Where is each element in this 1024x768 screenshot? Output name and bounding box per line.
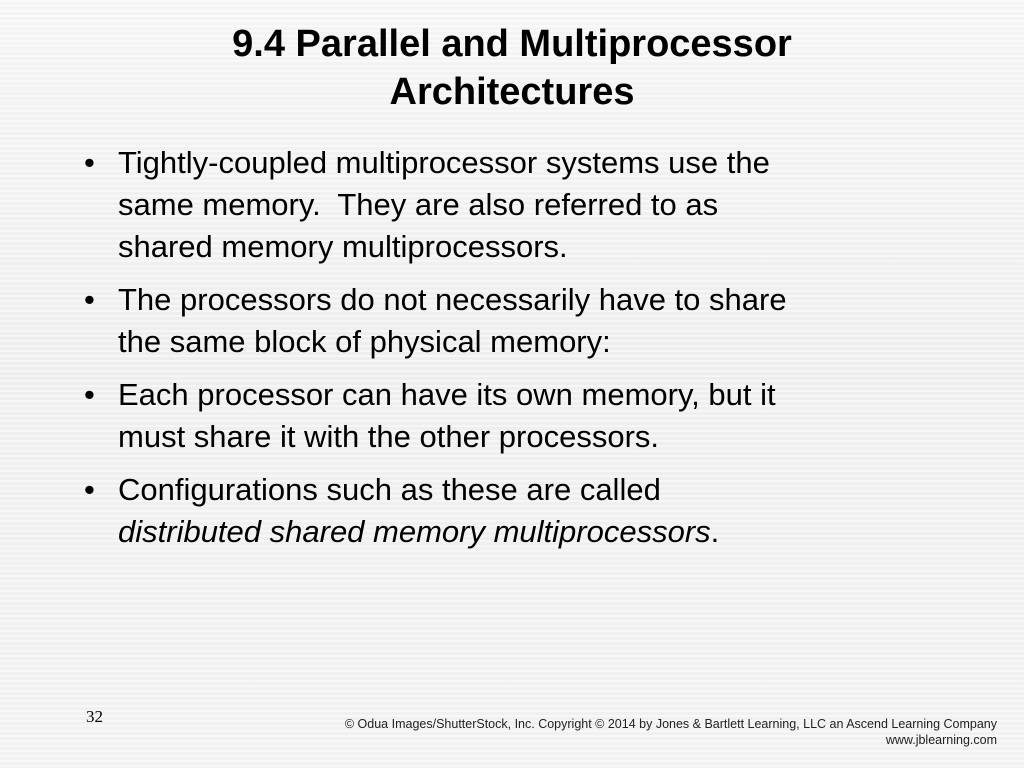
bullet-3-line-1: Each processor can have its own memory, …: [118, 377, 776, 412]
bullet-1-line-2: same memory. They are also referred to a…: [118, 187, 719, 222]
bullet-4-italic-term: distributed shared memory multiprocessor…: [118, 514, 711, 549]
copyright-notice: © Odua Images/ShutterStock, Inc. Copyrig…: [345, 716, 997, 748]
copyright-line-1: © Odua Images/ShutterStock, Inc. Copyrig…: [344, 717, 997, 731]
bullet-1-line-1: Tightly-coupled multiprocessor systems u…: [118, 145, 770, 180]
bullet-2-line-2: the same block of physical memory:: [118, 324, 611, 359]
bullet-item-1: • Tightly-coupled multiprocessor systems…: [74, 142, 934, 268]
bullet-dot-icon: •: [84, 377, 95, 412]
bullet-4-period: .: [710, 514, 720, 549]
title-line-2: Architectures: [389, 71, 635, 113]
bullet-list: • Tightly-coupled multiprocessor systems…: [74, 142, 934, 564]
bullet-dot-icon: •: [84, 145, 95, 180]
slide-title: 9.4 Parallel and Multiprocessor Architec…: [80, 20, 944, 116]
bullet-item-2: • The processors do not necessarily have…: [74, 279, 934, 363]
bullet-dot-icon: •: [84, 282, 95, 317]
bullet-item-4: • Configurations such as these are calle…: [74, 469, 934, 553]
bullet-3-line-2: must share it with the other processors.: [118, 419, 660, 454]
page-number: 32: [86, 707, 103, 726]
bullet-1-line-3: shared memory multiprocessors.: [118, 229, 568, 264]
bullet-4-line-2: distributed shared memory multiprocessor…: [118, 511, 934, 553]
bullet-item-3: • Each processor can have its own memory…: [74, 374, 934, 458]
bullet-2-line-1: The processors do not necessarily have t…: [118, 282, 787, 317]
copyright-line-2: www.jblearning.com: [885, 733, 997, 747]
title-line-1: 9.4 Parallel and Multiprocessor: [232, 23, 792, 65]
bullet-4-line-1: Configurations such as these are called: [118, 472, 661, 507]
bullet-dot-icon: •: [84, 472, 95, 507]
